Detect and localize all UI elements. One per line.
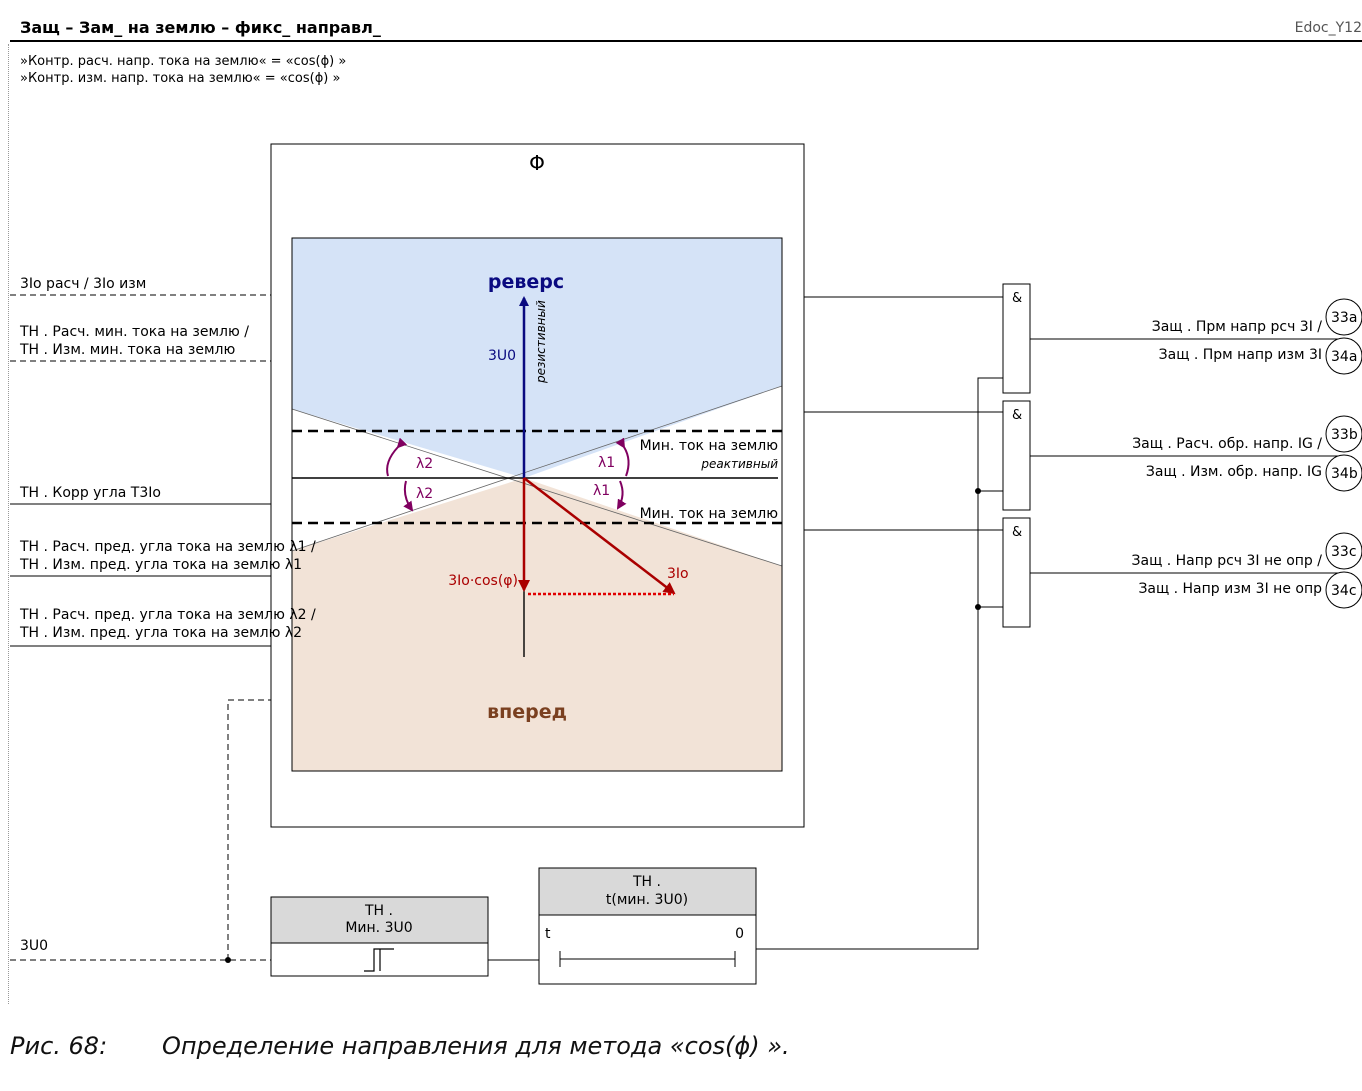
lambda1-upper-arc: [615, 437, 630, 477]
output-1-meas-label: Защ . Прм напр изм 3I: [1159, 347, 1322, 363]
document-header: Защ – Зам_ на землю – фикс_ направл_ Edo…: [0, 14, 1362, 44]
and-gate-2-symbol: &: [1012, 408, 1022, 423]
io-vector-label: 3Io: [667, 566, 689, 582]
resistive-label: резистивный: [534, 300, 548, 384]
min-u0-block-title-2: Мин. 3U0: [345, 920, 412, 936]
enable-bus: [756, 377, 1003, 950]
input-label-io: 3Io расч / 3Io изм: [20, 276, 146, 292]
ref-34c: 34c: [1331, 583, 1357, 599]
input-label-lambda2-calc: TH . Расч. пред. угла тока на землю λ2 /: [19, 607, 316, 623]
and-gate-3-symbol: &: [1012, 525, 1022, 540]
document-id: Edoc_Y12: [1294, 20, 1362, 36]
timer-block-title-2: t(мин. 3U0): [606, 892, 688, 908]
phi-block-title: Φ: [529, 151, 545, 175]
reverse-region: [292, 238, 782, 478]
output-3-calc-label: Защ . Напр рсч 3I не опр /: [1132, 553, 1323, 569]
input-label-min-current-calc: TH . Расч. мин. тока на землю /: [19, 324, 249, 340]
output-2-meas-label: Защ . Изм. обр. напр. IG: [1146, 464, 1322, 480]
input-label-lambda1-calc: TH . Расч. пред. угла тока на землю λ1 /: [19, 539, 316, 555]
lambda1-lower-label: λ1: [593, 483, 610, 499]
lambda2-upper-arc: [386, 437, 408, 477]
logic-diagram: Φ реверс вперед резистивный реактивный М…: [10, 143, 1362, 985]
output-2-calc-label: Защ . Расч. обр. напр. IG /: [1132, 436, 1322, 452]
input-label-lambda1-meas: TH . Изм. пред. угла тока на землю λ1: [19, 557, 302, 573]
figure-caption: Рис. 68: Определение направления для мето…: [10, 1032, 790, 1060]
input-label-lambda2-meas: TH . Изм. пред. угла тока на землю λ2: [19, 625, 302, 641]
ref-33c: 33c: [1331, 544, 1357, 560]
reverse-label: реверс: [488, 271, 564, 293]
lambda2-upper-label: λ2: [416, 456, 433, 472]
condition-line-2: »Контр. изм. напр. тока на землю« = «cos…: [20, 71, 341, 86]
timer-block: [538, 867, 757, 985]
output-wires: [1030, 338, 1338, 574]
min-u0-block-title-1: TH .: [364, 903, 393, 919]
ref-34b: 34b: [1331, 466, 1358, 482]
forward-region: [292, 478, 782, 771]
frame-border: [8, 44, 10, 1004]
output-ref-markers: [1325, 298, 1362, 609]
min-u0-block: [270, 896, 489, 977]
ref-34a: 34a: [1331, 349, 1357, 365]
input-label-u0: 3U0: [20, 938, 48, 954]
output-1-calc-label: Защ . Прм напр рсч 3I /: [1152, 319, 1323, 335]
and-gate-1-symbol: &: [1012, 291, 1022, 306]
condition-line-1: »Контр. расч. напр. тока на землю« = «co…: [20, 54, 347, 69]
header-divider: [10, 40, 1362, 42]
lambda1-lower-arc: [616, 480, 627, 510]
and-gate-2: [1002, 400, 1031, 511]
lambda2-lower-arc: [403, 480, 414, 512]
and-gate-1: [1002, 283, 1031, 394]
and-gate-3: [1002, 517, 1031, 628]
lambda1-upper-label: λ1: [598, 455, 615, 471]
page-title: Защ – Зам_ на землю – фикс_ направл_: [20, 18, 381, 37]
phi-to-gate-wires: [804, 296, 1003, 531]
figure-number: Рис. 68:: [10, 1032, 108, 1060]
timer-block-title-1: TH .: [632, 874, 661, 890]
threshold-step-icon: [364, 948, 394, 972]
phasor-plane: реверс вперед резистивный реактивный Мин…: [291, 237, 783, 772]
min-current-top-label: Мин. ток на землю: [640, 438, 779, 454]
io-vector: [523, 477, 676, 595]
output-3-meas-label: Защ . Напр изм 3I не опр: [1138, 581, 1322, 597]
io-cos-label: 3Io·cos(φ): [448, 573, 518, 589]
min-current-bottom-label: Мин. ток на землю: [640, 506, 779, 522]
lambda2-lower-label: λ2: [416, 486, 433, 502]
input-signals: [10, 294, 271, 963]
figure-caption-text: Определение направления для метода «cos(…: [162, 1032, 790, 1060]
timer-zero-label: 0: [735, 926, 744, 942]
forward-label: вперед: [487, 701, 567, 723]
input-label-angle-corr: TH . Корр угла T3Io: [19, 485, 161, 501]
reactive-label: реактивный: [700, 457, 778, 471]
ref-33b: 33b: [1331, 427, 1358, 443]
u0-vector-label: 3U0: [488, 348, 516, 364]
input-label-min-current-meas: TH . Изм. мин. тока на землю: [19, 342, 235, 358]
timer-t-label: t: [545, 926, 551, 942]
ref-33a: 33a: [1331, 310, 1357, 326]
